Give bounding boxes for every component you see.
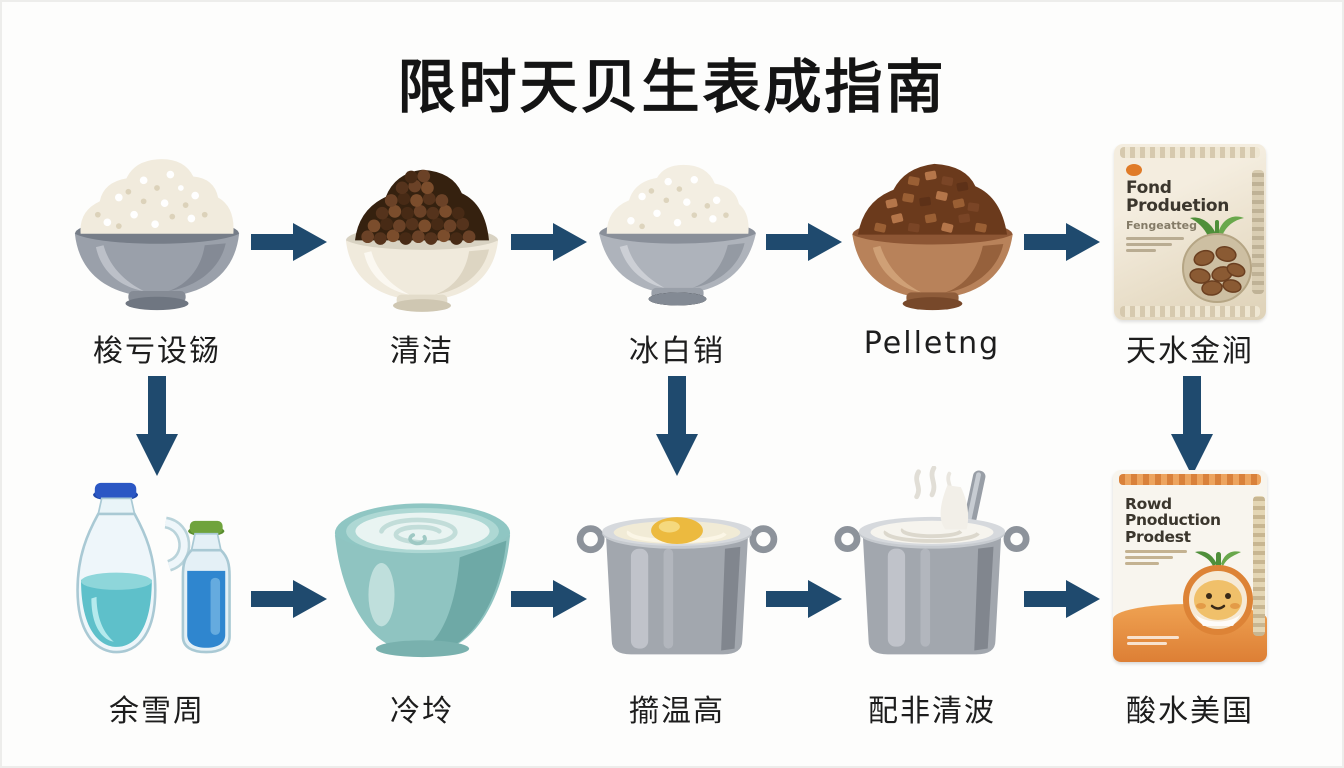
package-crimp-top [1119, 474, 1261, 485]
arrow-right-icon [251, 221, 327, 263]
step-label-9: 配非清波 [868, 694, 996, 729]
package-brand-line1: Fond [1126, 178, 1172, 198]
package-side-gusset [1252, 170, 1264, 294]
step-label-1: 梭亏设铴 [93, 334, 221, 369]
package-subtitle: Fengeatteg [1126, 218, 1197, 232]
package-brand-line2: Produetion [1126, 195, 1230, 216]
step-label-7: 冷坽 [390, 694, 454, 729]
arrow-right-icon [511, 221, 587, 263]
arrow-down-icon [134, 376, 180, 476]
page-title: 限时天贝生表成指南 [397, 53, 947, 121]
water-bottles-icon [47, 472, 267, 662]
arrow-right-icon [251, 578, 327, 620]
soybean-photo-circle [1178, 212, 1256, 304]
arrow-right-icon [766, 221, 842, 263]
package-bottom-fine-print [1127, 633, 1179, 648]
step-label-8: 擶温高 [629, 694, 725, 729]
package-crimp-top [1120, 147, 1260, 158]
arrow-right-icon [766, 578, 842, 620]
crumble-bowl-terracotta-icon [822, 130, 1042, 320]
pot-with-egg-icon [567, 472, 787, 662]
arrow-down-icon [654, 376, 700, 476]
food-package-orange: Rowd Pnoduction Prodest [1113, 470, 1267, 662]
package-brand-line1: Rowd [1125, 495, 1172, 513]
rice-bowl-gray-2-icon [567, 130, 787, 320]
step-label-3: 冰白销 [629, 334, 725, 369]
arrow-right-icon [1024, 578, 1100, 620]
rice-bowl-gray-icon [47, 130, 267, 320]
arrow-down-icon [1169, 376, 1215, 476]
bean-mascot-circle [1181, 548, 1255, 636]
teal-water-tub-icon [312, 472, 532, 662]
food-package-beige: Fond Produetion Fengeatteg [1114, 144, 1266, 320]
step-label-5: 天水金涧 [1126, 334, 1254, 369]
pellet-bowl-white-icon [312, 130, 532, 320]
package-brand-line3: Prodest [1125, 527, 1191, 546]
package-side-gusset [1253, 496, 1265, 636]
arrow-right-icon [1024, 221, 1100, 263]
step-label-2: 清洁 [390, 334, 454, 369]
package-logo-dot [1126, 164, 1142, 176]
step-label-10: 酸水美国 [1126, 694, 1254, 729]
package-fine-print [1125, 549, 1255, 565]
package-crimp-bottom [1120, 306, 1260, 317]
product-bag-beige-icon: Fond Produetion Fengeatteg [1080, 130, 1300, 320]
step-label-4: Pelletng [863, 326, 1001, 361]
pot-with-milk-spoon-icon [822, 466, 1042, 662]
package-brand-line2: Pnoduction [1125, 511, 1221, 530]
package-fine-print [1126, 236, 1254, 252]
step-label-6: 余雪周 [109, 694, 205, 729]
product-bag-orange-icon: Rowd Pnoduction Prodest [1080, 470, 1300, 662]
arrow-right-icon [511, 578, 587, 620]
